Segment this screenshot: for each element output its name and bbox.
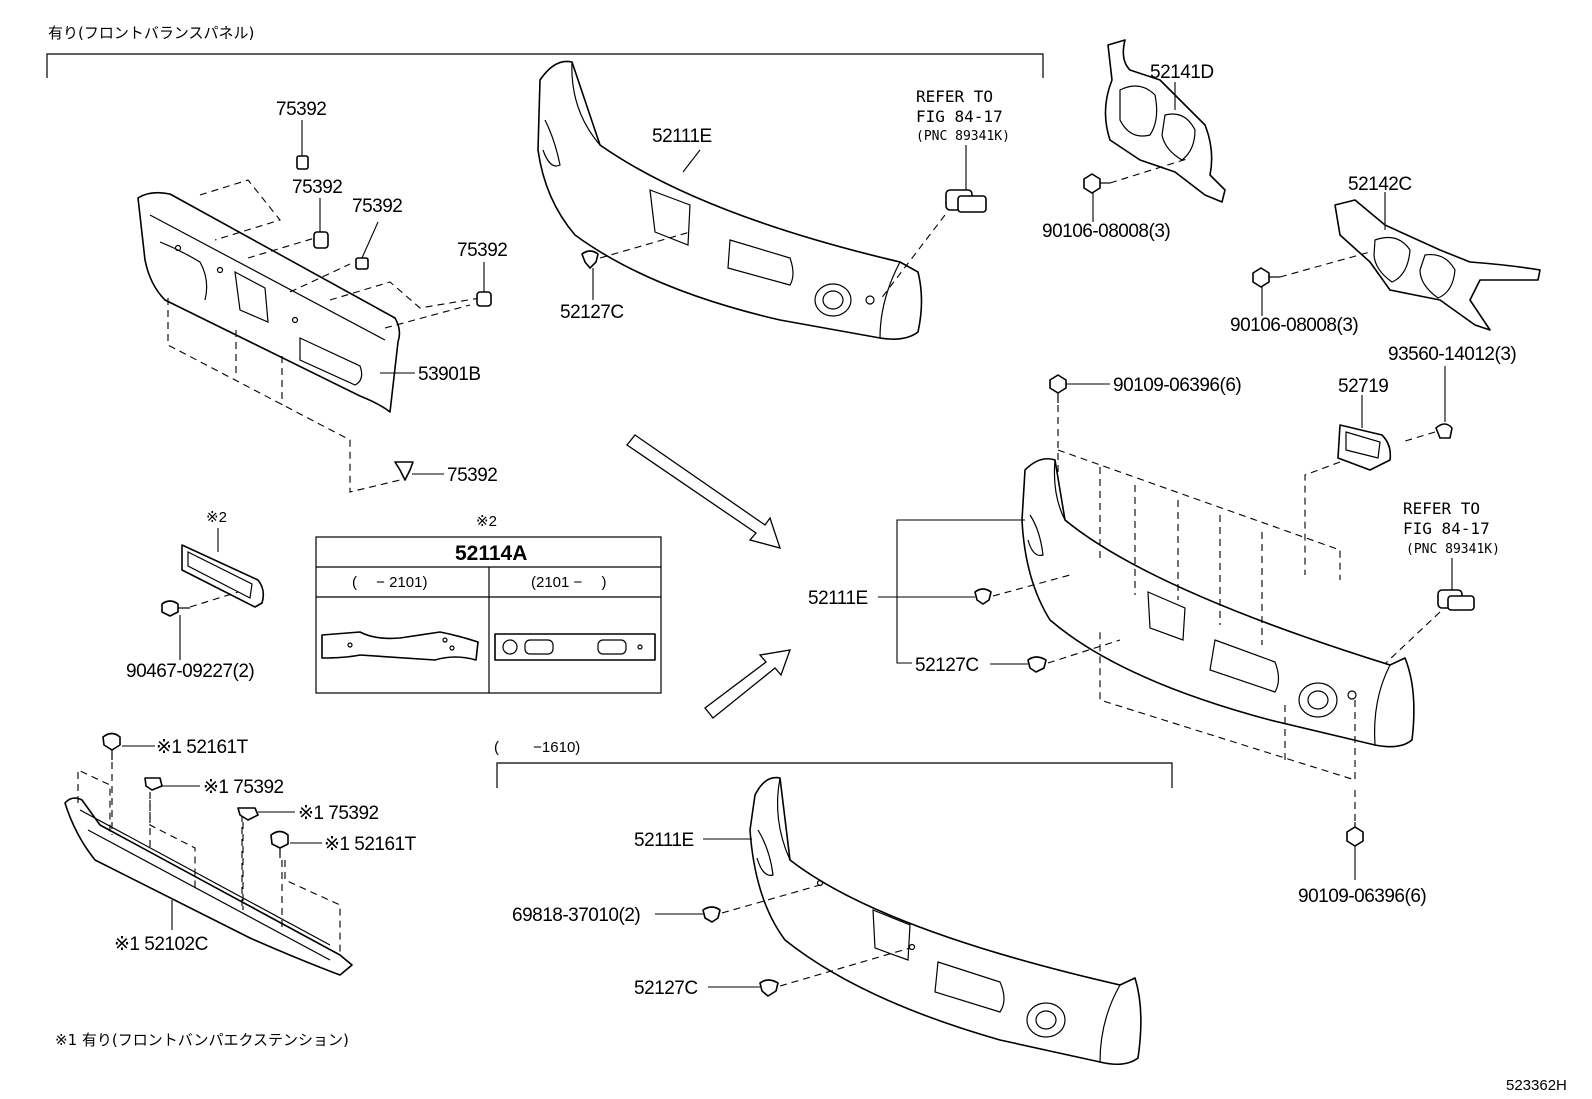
arrow-up-right-icon: [704, 649, 791, 719]
bolt-90106-b-icon: [1252, 251, 1371, 316]
bumper-mid-dashes: [1057, 449, 1356, 781]
label-52127c-top: 52127C: [560, 302, 624, 323]
label-75392-g: ※1 75392: [298, 803, 379, 824]
bolt-90109-bot-icon: [1346, 790, 1364, 880]
clip-52127c-mid-b-icon: [990, 639, 1121, 673]
clip-75392-d-icon: [476, 262, 492, 307]
clip-52127c-top-icon: [581, 231, 691, 300]
label-90106-b: 90106-08008(3): [1230, 315, 1358, 336]
label-75392-a: 75392: [276, 99, 326, 120]
label-53901b: 53901B: [418, 364, 481, 385]
label-75392-b: 75392: [292, 177, 342, 198]
clip-52161t-b-icon: [270, 830, 322, 930]
bracket-52142c: [1334, 192, 1541, 331]
label-90109-top: 90109-06396(6): [1113, 375, 1241, 396]
label-75392-c: 75392: [352, 196, 402, 217]
refer-top-1: REFER TO: [916, 87, 993, 106]
bumper-52111e-top: [537, 60, 923, 340]
label-75392-d: 75392: [457, 240, 507, 261]
top-group-caption: 有り(フロントバランスパネル): [48, 24, 254, 42]
label-52111e-mid: 52111E: [808, 588, 868, 609]
balance-panel-dashes: [167, 179, 481, 493]
clip-75392-a-icon: [296, 120, 309, 170]
clip-75392-g-icon: [237, 807, 295, 910]
clip-75392-b-icon: [313, 198, 329, 249]
bolt-90467-icon: [161, 591, 239, 660]
bottom-group-caption: ( −1610): [494, 739, 580, 756]
arrow-down-right-icon: [626, 434, 781, 549]
label-52141d: 52141D: [1150, 62, 1214, 83]
refer-top-3: (PNC 89341K): [916, 129, 1010, 144]
label-52111e-top: 52111E: [652, 126, 712, 147]
label-52127c-bot: 52127C: [634, 978, 698, 999]
diagram-code: 523362H: [1506, 1077, 1567, 1094]
label-93560: 93560-14012(3): [1388, 344, 1516, 365]
refer-mid-1: REFER TO: [1403, 499, 1480, 518]
bottom-group-bracket: [496, 762, 1173, 788]
top-group-bracket: [46, 53, 1044, 78]
label-52142c: 52142C: [1348, 174, 1412, 195]
clip-75392-c-icon: [355, 221, 379, 270]
label-52114a: 52114A: [455, 542, 527, 565]
clip-52127c-mid-a-icon: [974, 574, 1071, 605]
clip-75392-f-icon: [144, 777, 200, 850]
label-75392-f: ※1 75392: [203, 777, 284, 798]
bracket-52141d: [1104, 39, 1226, 203]
label-90109-bot: 90109-06396(6): [1298, 886, 1426, 907]
label-52127c-mid: 52127C: [915, 655, 979, 676]
plate-bracket-icon: [181, 528, 265, 608]
label-69818: 69818-37010(2): [512, 905, 640, 926]
refer-mid-3: (PNC 89341K): [1406, 542, 1500, 557]
clip-52161t-a-icon: [102, 732, 155, 835]
bolt-90109-top-icon: [1049, 374, 1110, 520]
range-right: (2101 − ): [531, 574, 606, 591]
balance-panel-53901b: [137, 191, 401, 413]
extension-dashes: [77, 769, 341, 955]
mark-2-b: ※2: [476, 513, 497, 530]
refer-top-2: FIG 84-17: [916, 107, 1003, 126]
footnote-caption: ※1 有り(フロントバンパエクステンション): [55, 1031, 349, 1049]
label-52111e-bot: 52111E: [634, 830, 694, 851]
label-52102c: ※1 52102C: [114, 934, 208, 955]
sensor-top-icon: [879, 189, 987, 301]
extension-52102c: [64, 797, 353, 976]
bumper-52111e-bot: [749, 776, 1142, 1066]
label-52161t-b: ※1 52161T: [324, 834, 417, 855]
leader-bracket-mid: [896, 519, 1025, 664]
label-75392-e: 75392: [447, 465, 497, 486]
plate-52719-icon: [1304, 395, 1392, 575]
refer-mid-2: FIG 84-17: [1403, 519, 1490, 538]
clip-52127c-bot-icon: [708, 947, 911, 997]
bolt-93560-icon: [1401, 366, 1453, 443]
label-90106-a: 90106-08008(3): [1042, 221, 1170, 242]
clip-75392-e-icon: [394, 461, 444, 481]
label-90467: 90467-09227(2): [126, 661, 254, 682]
clip-69818-icon: [655, 884, 821, 923]
mark-2-a: ※2: [206, 509, 227, 526]
bumper-52111e-mid: [1021, 457, 1415, 748]
range-left: ( − 2101): [352, 574, 427, 591]
label-52719: 52719: [1338, 376, 1388, 397]
bolt-90106-a-icon: [1083, 157, 1191, 222]
label-52161t-a: ※1 52161T: [156, 737, 249, 758]
table-52114a: [315, 536, 662, 694]
